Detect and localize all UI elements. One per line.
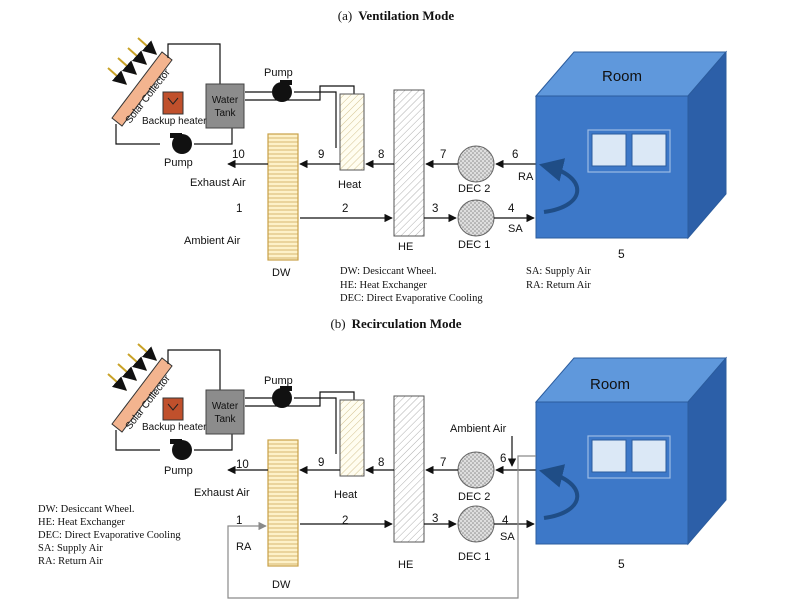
he-label: HE (398, 241, 413, 253)
legend-item: DW: Desiccant Wheel. (38, 504, 135, 515)
legend-item: HE: Heat Exchanger (38, 517, 125, 528)
water-tank-label-line2: Tank (214, 414, 236, 425)
panel-title-main: Ventilation Mode (358, 8, 454, 23)
legend-item: DW: Desiccant Wheel. (340, 266, 437, 277)
water-tank-label-line2: Tank (214, 108, 236, 119)
state-point-1: 1 (236, 203, 242, 215)
state-point-7: 7 (440, 149, 446, 161)
panel-ventilation-mode: (a)Ventilation Mode Room 5 Solar Collect… (108, 8, 726, 304)
panel-title: (a) Ventilation Mode (338, 8, 455, 23)
dw-label: DW (272, 579, 291, 591)
state-point-6: 6 (500, 453, 506, 465)
state-point-6: 6 (512, 149, 518, 161)
ambient-air-label: Ambient Air (450, 423, 507, 435)
pump-bottom-label: Pump (164, 465, 193, 477)
dec1-label: DEC 1 (458, 551, 490, 563)
legend-item: DEC: Direct Evaporative Cooling (340, 293, 483, 304)
dw-label: DW (272, 267, 291, 279)
state-point-7: 7 (440, 457, 446, 469)
sa-label: SA (500, 531, 515, 543)
panel-recirculation-mode: (b)Recirculation Mode Room 5 Solar Colle… (38, 316, 726, 599)
exhaust-air-label: Exhaust Air (194, 487, 250, 499)
system-schematic (108, 344, 726, 566)
sa-label: SA (508, 223, 523, 235)
exhaust-air-label: Exhaust Air (190, 177, 246, 189)
legend-item: SA: Supply Air (38, 543, 103, 554)
room-number-label: 5 (618, 247, 625, 261)
pump-top-label: Pump (264, 67, 293, 79)
legend-item: RA: Return Air (38, 556, 103, 567)
panel-title-prefix: (b) (330, 316, 345, 331)
legend: DW: Desiccant Wheel. HE: Heat Exchanger … (38, 504, 181, 567)
water-tank-label-line1: Water (212, 401, 239, 412)
heat-label: Heat (334, 489, 357, 501)
water-tank-label-line1: Water (212, 95, 239, 106)
state-point-8: 8 (378, 149, 384, 161)
backup-heater-label: Backup heater (142, 116, 207, 127)
state-point-4: 4 (508, 203, 515, 215)
state-point-10: 10 (232, 149, 245, 161)
legend-item: DEC: Direct Evaporative Cooling (38, 530, 181, 541)
state-point-10: 10 (236, 459, 249, 471)
state-point-8: 8 (378, 457, 384, 469)
legend: DW: Desiccant Wheel. HE: Heat Exchanger … (340, 266, 591, 304)
room-label: Room (602, 68, 642, 85)
room-number-label: 5 (618, 557, 625, 571)
ambient-air-label: Ambient Air (184, 235, 241, 247)
recirculation-return-line (227, 455, 536, 599)
legend-item: RA: Return Air (526, 280, 591, 291)
state-point-9: 9 (318, 149, 324, 161)
panel-title-prefix: (a) (338, 8, 352, 23)
state-point-1: 1 (236, 515, 242, 527)
backup-heater-label: Backup heater (142, 422, 207, 433)
dec2-label: DEC 2 (458, 183, 490, 195)
panel-title: (b) Recirculation Mode (330, 316, 461, 331)
dec1-label: DEC 1 (458, 239, 490, 251)
pump-top-label: Pump (264, 375, 293, 387)
legend-item: HE: Heat Exchanger (340, 280, 427, 291)
he-label: HE (398, 559, 413, 571)
state-point-9: 9 (318, 457, 324, 469)
state-point-2: 2 (342, 203, 348, 215)
room-label: Room (590, 376, 630, 393)
ra-label: RA (236, 541, 252, 553)
state-point-4: 4 (502, 515, 509, 527)
state-point-2: 2 (342, 515, 348, 527)
legend-item: SA: Supply Air (526, 266, 591, 277)
ra-label: RA (518, 171, 534, 183)
state-point-3: 3 (432, 203, 438, 215)
dec2-label: DEC 2 (458, 491, 490, 503)
heat-label: Heat (338, 179, 361, 191)
pump-bottom-label: Pump (164, 157, 193, 169)
state-point-3: 3 (432, 513, 438, 525)
panel-title-main: Recirculation Mode (352, 316, 462, 331)
